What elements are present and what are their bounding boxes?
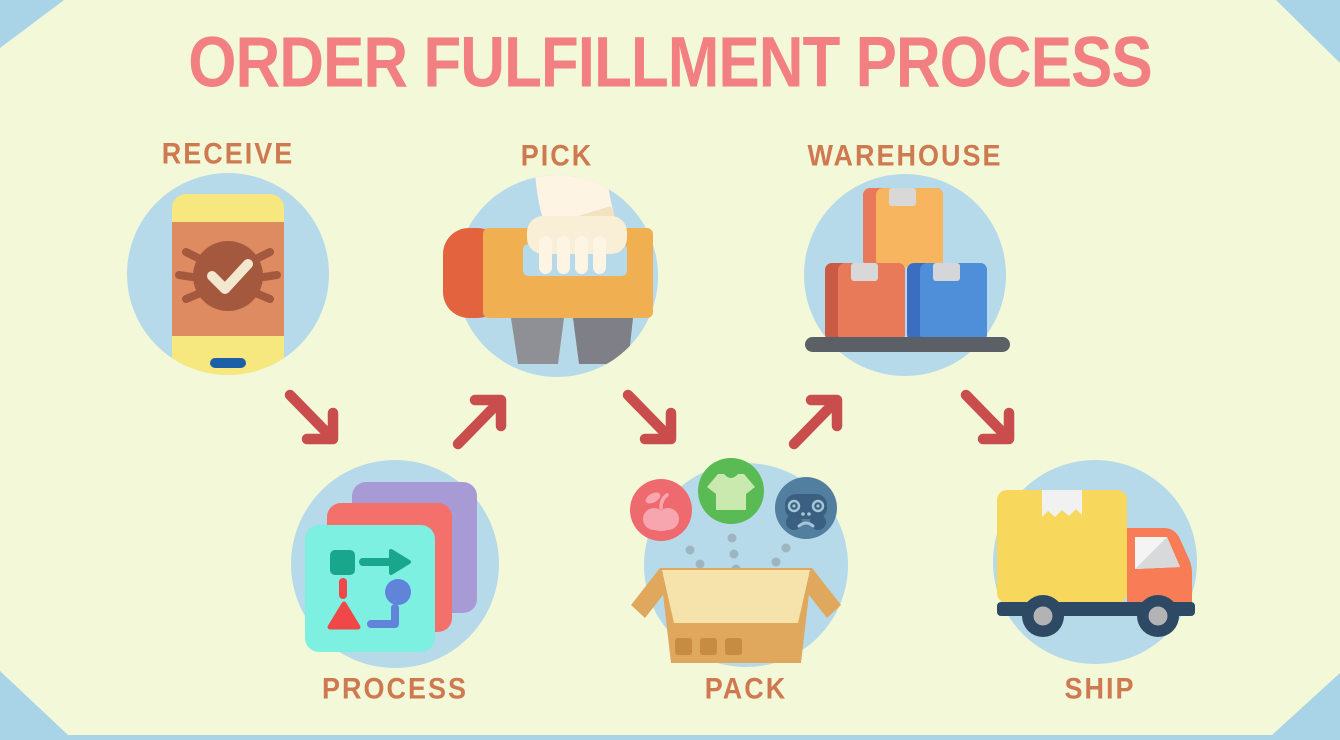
leg-right — [573, 318, 633, 364]
truck-cargo-box — [997, 490, 1127, 603]
truck-wheels — [1022, 595, 1179, 637]
corner-accent-bottom-right — [1272, 673, 1340, 735]
card-cyan — [305, 525, 435, 652]
smartphone-order-received-icon — [127, 173, 329, 375]
box-right-blue — [907, 263, 987, 341]
workflow-cards-icon — [291, 460, 499, 668]
step-label-ship: SHIP — [1064, 672, 1136, 705]
phone-home-button — [210, 358, 246, 368]
open-cardboard-box — [631, 568, 841, 663]
box-top-amber — [863, 188, 943, 267]
flow-arrow-pick-to-pack — [622, 389, 677, 445]
windshield-shade — [1135, 537, 1180, 569]
pallet-bar — [805, 337, 1010, 352]
apple-item-circle — [630, 479, 692, 541]
tshirt-item-circle — [698, 458, 764, 524]
cargo-tape-strip — [1042, 490, 1082, 517]
checkmark-icon — [207, 259, 253, 294]
flow-arrow-pack-to-warehouse — [788, 394, 843, 450]
hand-fingers — [539, 236, 606, 274]
open-box-items-icon — [630, 458, 848, 667]
box-left-salmon — [825, 263, 905, 341]
flow-arrow-receive-to-process — [284, 389, 339, 445]
bottom-accent-strip — [0, 735, 1340, 740]
delivery-truck-icon — [993, 460, 1197, 664]
gamepad-item-circle — [775, 477, 837, 539]
flow-arrow-process-to-pick — [452, 394, 507, 450]
step-label-receive: RECEIVE — [161, 137, 295, 170]
hand-picking-crate-icon — [443, 175, 658, 377]
leg-left — [511, 318, 564, 364]
page-title: ORDER FULFILLMENT PROCESS — [188, 23, 1153, 103]
step-label-pick: PICK — [520, 139, 594, 172]
corner-accent-bottom-left — [0, 671, 68, 735]
step-label-process: PROCESS — [321, 672, 469, 705]
stacked-boxes-pallet-icon — [804, 174, 1010, 376]
notification-dashes — [175, 248, 281, 303]
step-label-warehouse: WAREHOUSE — [807, 139, 1003, 172]
step-label-pack: PACK — [704, 672, 788, 705]
flowchart-glyphs — [327, 549, 411, 630]
flow-arrow-warehouse-to-ship — [960, 389, 1015, 445]
check-badge — [193, 241, 263, 311]
